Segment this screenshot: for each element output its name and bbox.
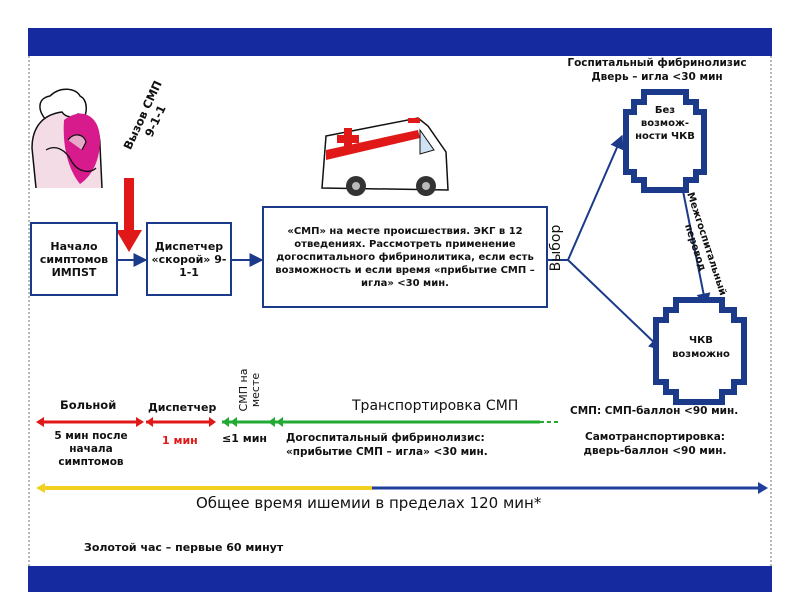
total-ischemia-bar: [36, 482, 768, 494]
no-pci-cross-box: [623, 89, 707, 193]
arrow-transfer: [681, 185, 711, 308]
right-guide-line: [770, 56, 772, 566]
patient-icon: [31, 88, 103, 189]
timeline-on-site-time: ≤1 мин: [222, 432, 267, 445]
symptom-onset-box: Начало симптомов ИМПST: [30, 222, 118, 296]
hospital-header-line1: Госпитальный фибринолизис: [567, 57, 747, 69]
arrow-to-no-pci: [567, 134, 624, 261]
dispatcher-text: Диспетчер «скорой» 9-1-1: [151, 239, 227, 279]
ambulance-icon: [321, 117, 449, 196]
timeline-smp-on-site-label: СМП на месте: [237, 368, 262, 412]
arrow-to-pci: [567, 259, 664, 351]
transport-time-bar: [222, 417, 560, 427]
patient-time-bar: [36, 417, 144, 427]
smp-on-site-text: «СМП» на месте происшествия. ЭКГ в 12 от…: [275, 225, 535, 289]
top-band: [28, 28, 772, 56]
timeline-dispatcher-label: Диспетчер: [148, 401, 217, 414]
dispatcher-box: Диспетчер «скорой» 9-1-1: [146, 222, 232, 296]
timeline-smp-balloon: СМП: СМП-баллон <90 мин.: [570, 405, 739, 417]
total-ischemia-label: Общее время ишемии в пределах 120 мин*: [196, 494, 542, 512]
smp-on-site-box: «СМП» на месте происшествия. ЭКГ в 12 от…: [262, 206, 548, 308]
timeline-patient-label: Больной: [60, 398, 117, 412]
left-guide-line: [28, 56, 30, 566]
dispatcher-time-bar: [146, 417, 216, 427]
hospital-fibrinolysis-header: Госпитальный фибринолизис Дверь – игла <…: [556, 56, 758, 84]
timeline-prehospital-fibrinolysis: Догоспитальный фибринолизис: «прибытие С…: [286, 432, 488, 458]
pci-cross-box: [653, 297, 747, 405]
golden-hour-label: Золотой час – первые 60 минут: [84, 541, 284, 554]
timeline-dispatcher-time: 1 мин: [162, 434, 198, 447]
no-pci-text: Без возмож- ности ЧКВ: [635, 105, 695, 142]
timeline-transport-label: Транспортировка СМП: [352, 398, 519, 414]
emergency-call-arrow: [116, 178, 142, 252]
hospital-header-line2: Дверь – игла <30 мин: [591, 71, 723, 83]
bottom-band: [28, 566, 772, 592]
timeline-patient-detail: 5 мин после начала симптомов: [54, 430, 128, 468]
symptom-onset-text: Начало симптомов ИМПST: [39, 239, 109, 279]
pci-possible-text: ЧКВ возможно: [672, 335, 730, 360]
choice-label: Выбор: [548, 224, 564, 272]
timeline-self-transport: Самотранспортировка: дверь-баллон <90 ми…: [583, 431, 727, 457]
